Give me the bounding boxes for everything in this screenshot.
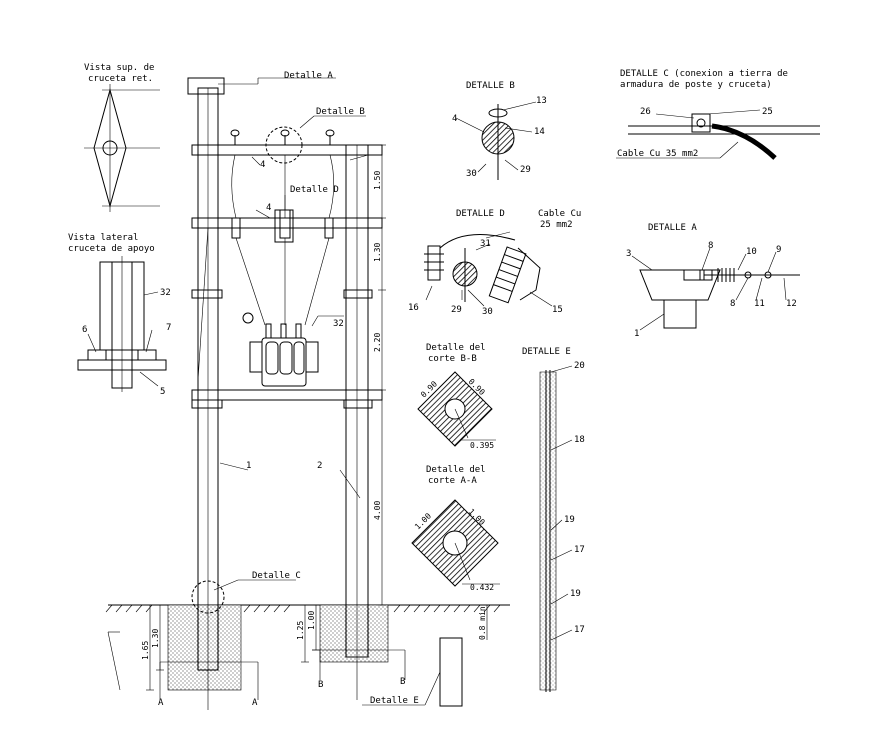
c-label-26: 26 (640, 107, 651, 117)
detalle-e-title: DETALLE E (522, 347, 571, 357)
cable-cu-25-1: Cable Cu (538, 209, 581, 219)
a-label-11: 11 (754, 299, 765, 309)
b-label-4: 4 (452, 114, 457, 124)
detalle-c-title-1: DETALLE C (conexion a tierra de (620, 69, 788, 79)
dim-125: 1.25 (296, 621, 305, 640)
label-2: 2 (317, 461, 322, 471)
detalle-d-callout: Detalle D (290, 185, 339, 195)
e-label-20: 20 (574, 361, 585, 371)
corte-aa-title-2: corte A-A (428, 476, 477, 486)
b-label-13: 13 (536, 96, 547, 106)
dim-400: 4.00 (373, 501, 382, 520)
c-label-25: 25 (762, 107, 773, 117)
label-32b: 32 (160, 288, 171, 298)
label-1: 1 (246, 461, 251, 471)
dim-150: 1.50 (373, 171, 382, 190)
corte-bb-title-2: corte B-B (428, 354, 477, 364)
label-7: 7 (166, 323, 171, 333)
b-label-14: 14 (534, 127, 545, 137)
main-structure: Detalle A Detalle B Detalle D Detalle C … (105, 71, 510, 710)
a-label-12: 12 (786, 299, 797, 309)
detalle-a-callout: Detalle A (284, 71, 333, 81)
a-label-8a: 8 (708, 241, 713, 251)
detalle-a-title: DETALLE A (648, 223, 697, 233)
dim-08min: 0.8 min (478, 606, 487, 640)
label-4a: 4 (260, 160, 265, 170)
dim-100: 1.00 (307, 611, 316, 630)
detalle-a: DETALLE A 3 8 10 9 8 11 (626, 223, 800, 339)
cable-cu-35: Cable Cu 35 mm2 (617, 149, 698, 159)
detalle-b: DETALLE B 13 14 4 30 29 (452, 81, 547, 180)
a-label-9: 9 (776, 245, 781, 255)
dim-165: 1.65 (141, 641, 150, 660)
a-label-3: 3 (626, 249, 631, 259)
e-label-19b: 19 (570, 589, 581, 599)
vista-sup-title-1: Vista sup. de (84, 63, 154, 73)
corte-aa-title-1: Detalle del (426, 465, 486, 475)
corte-bb-title-1: Detalle del (426, 343, 486, 353)
vista-lateral: Vista lateral cruceta de apoyo 32 6 7 5 (68, 233, 171, 397)
e-label-17b: 17 (574, 625, 585, 635)
cut-a-left: A (158, 698, 164, 708)
vista-superior: Vista sup. de cruceta ret. (84, 63, 160, 212)
detalle-b-title: DETALLE B (466, 81, 515, 91)
cut-b-right: B (400, 677, 405, 687)
detalle-c-callout: Detalle C (252, 571, 301, 581)
e-label-19a: 19 (564, 515, 575, 525)
d-label-29: 29 (451, 305, 462, 315)
dim-130: 1.30 (373, 243, 382, 262)
cut-a-right: A (252, 698, 258, 708)
a-label-10: 10 (746, 247, 757, 257)
corte-bb: Detalle del corte B-B 0.90 0.90 0.395 (417, 343, 496, 450)
vista-lat-title-1: Vista lateral (68, 233, 138, 243)
aa-dim-0432: 0.432 (470, 583, 494, 592)
detalle-d-title: DETALLE D (456, 209, 505, 219)
dim-130b: 1.30 (151, 629, 160, 648)
detalle-d: DETALLE D Cable Cu 25 mm2 31 (408, 209, 581, 317)
label-32a: 32 (333, 319, 344, 329)
b-label-29: 29 (520, 165, 531, 175)
corte-aa: Detalle del corte A-A 1.00 1.00 0.432 (411, 465, 500, 592)
label-5: 5 (160, 387, 165, 397)
bb-dim-0395: 0.395 (470, 441, 494, 450)
a-label-8b: 8 (730, 299, 735, 309)
label-6: 6 (82, 325, 87, 335)
detalle-c: DETALLE C (conexion a tierra de armadura… (616, 69, 820, 160)
cable-cu-25-2: 25 mm2 (540, 220, 573, 230)
e-label-17a: 17 (574, 545, 585, 555)
label-4b: 4 (266, 203, 271, 213)
d-label-15: 15 (552, 305, 563, 315)
detalle-e-callout: Detalle E (370, 696, 419, 706)
detalle-b-callout: Detalle B (316, 107, 365, 117)
b-label-30: 30 (466, 169, 477, 179)
detalle-c-title-2: armadura de poste y cruceta) (620, 80, 772, 90)
detalle-e: DETALLE E 20 18 19 17 19 17 (522, 347, 585, 692)
vista-sup-title-2: cruceta ret. (88, 74, 153, 84)
e-label-18: 18 (574, 435, 585, 445)
d-label-30: 30 (482, 307, 493, 317)
dim-220: 2.20 (373, 333, 382, 352)
vista-lat-title-2: cruceta de apoyo (68, 244, 155, 254)
d-label-31: 31 (480, 239, 491, 249)
a-label-1: 1 (634, 329, 639, 339)
d-label-16: 16 (408, 303, 419, 313)
cut-b-left: B (318, 680, 323, 690)
